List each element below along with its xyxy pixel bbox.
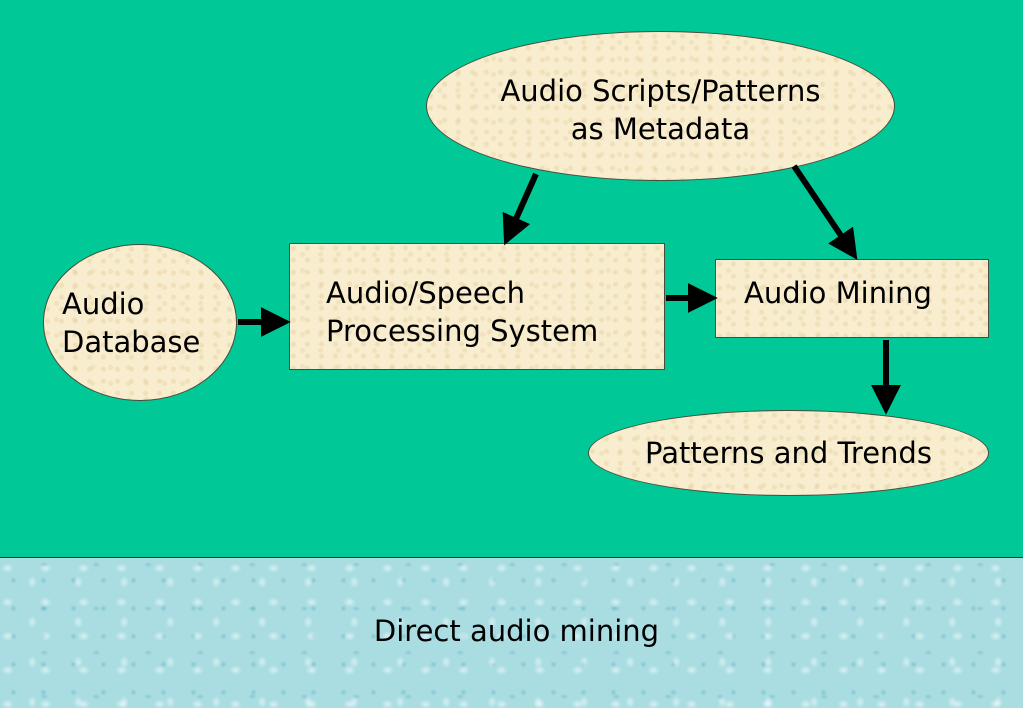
audio-mining-node: Audio Mining	[715, 259, 989, 338]
caption-area	[0, 558, 1023, 708]
connector-arrows	[238, 164, 901, 415]
metadata-node-label: Audio Scripts/Patterns as Metadata	[500, 74, 821, 146]
arrow-metadata-to-mining	[791, 164, 858, 260]
arrow-metadata-to-processing	[502, 172, 539, 246]
processing-system-node: Audio/Speech Processing System	[289, 243, 665, 370]
audio-mining-node-label: Audio Mining	[744, 276, 932, 310]
audio-database-node-label: Audio Database	[62, 286, 201, 359]
patterns-trends-node-label: Patterns and Trends	[645, 436, 932, 470]
patterns-trends-node: Patterns and Trends	[588, 410, 989, 496]
audio-database-node: Audio Database	[43, 244, 237, 401]
processing-system-node-label: Audio/Speech Processing System	[326, 276, 599, 348]
metadata-node: Audio Scripts/Patterns as Metadata	[426, 31, 895, 181]
slide-caption: Direct audio mining	[373, 614, 660, 648]
